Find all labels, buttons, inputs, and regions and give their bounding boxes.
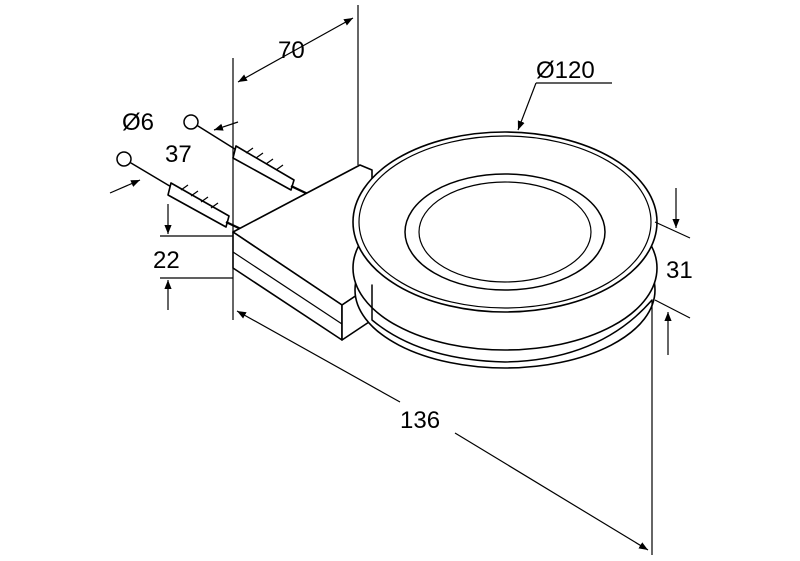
- dimension-31-label: 31: [666, 257, 693, 284]
- dimension-22-label: 22: [153, 247, 180, 274]
- wall-mount-block: [232, 164, 373, 341]
- dimension-70-label: 70: [278, 37, 305, 64]
- screw-upper: [183, 114, 313, 197]
- dimension-136-label: 136: [400, 407, 440, 434]
- dimension-screw-diameter-label: Ø6: [122, 109, 154, 136]
- dimension-22: 22: [153, 204, 233, 310]
- dimension-screw: Ø6 37: [109, 109, 239, 194]
- dimension-37-label: 37: [165, 141, 192, 168]
- dimension-31: 31: [654, 188, 693, 355]
- dimension-70: 70: [232, 5, 359, 232]
- dimension-136: 136: [232, 268, 653, 555]
- dimension-diameter-120-label: Ø120: [536, 57, 595, 84]
- screw-lower: [116, 151, 244, 231]
- dimension-diameter-120: Ø120: [517, 57, 612, 131]
- soap-dish: [352, 131, 658, 369]
